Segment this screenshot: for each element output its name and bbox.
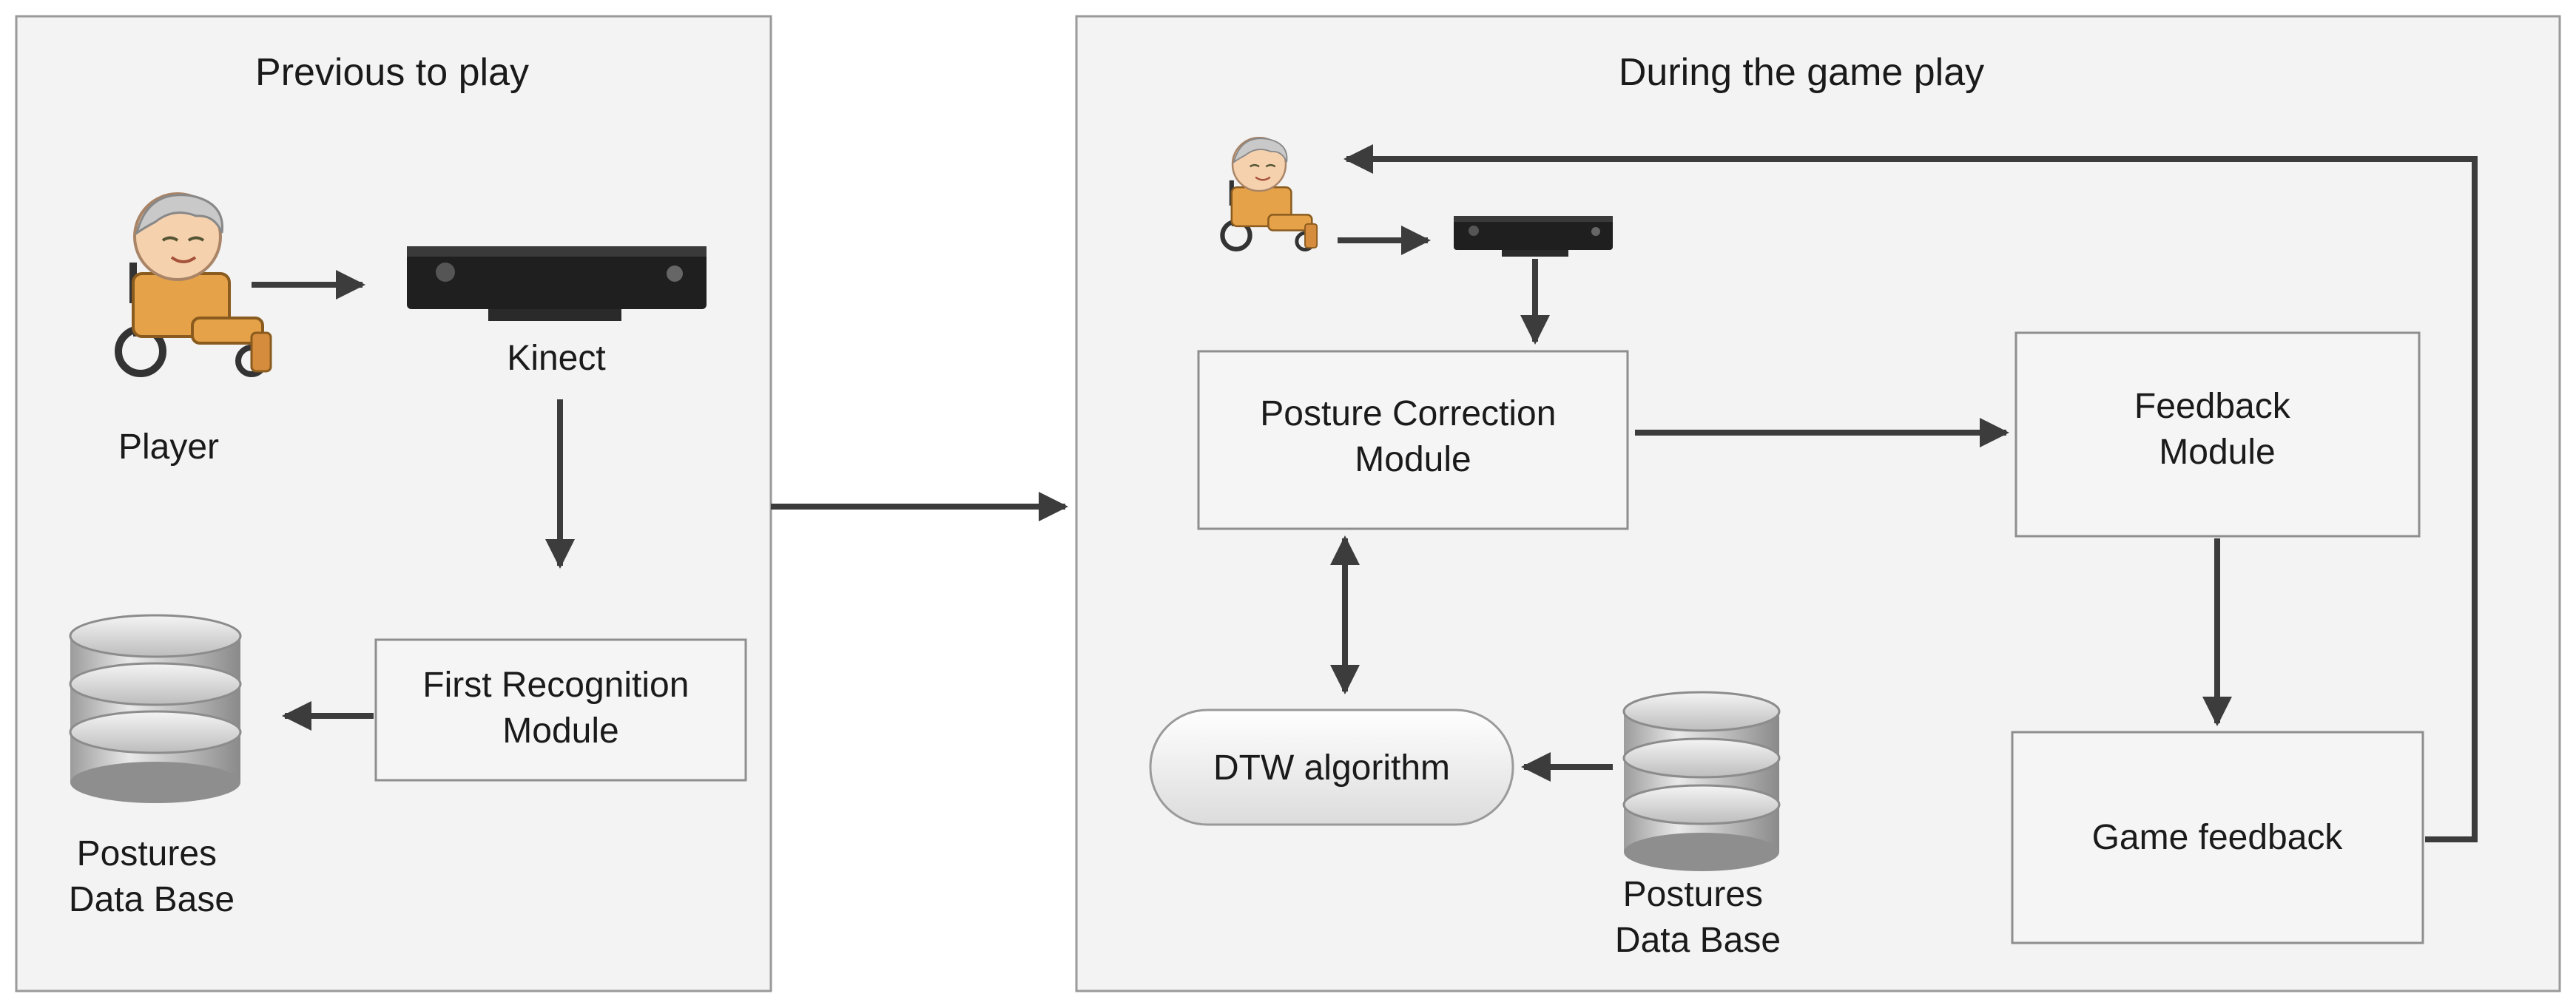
postures-db-left-line2: Data Base <box>69 880 235 919</box>
postures-db-left-line1: Postures <box>77 834 217 873</box>
postures-db-left-label: Postures Data Base <box>69 834 235 919</box>
dtw-algorithm-label: DTW algorithm <box>1213 748 1450 788</box>
dtw-algorithm-pill <box>1149 708 1514 826</box>
panel-title-during: During the game play <box>1619 51 1984 94</box>
player-label: Player <box>118 427 219 467</box>
postures-db-right-label: Postures Data Base <box>1615 875 1781 960</box>
feedback-module-line2: Module <box>2159 433 2275 472</box>
first-recognition-line2: Module <box>502 711 618 751</box>
postures-database-icon-right <box>1622 691 1781 871</box>
feedback-module-label: Feedback Module <box>2134 387 2300 472</box>
kinect-sensor-icon <box>407 246 707 321</box>
posture-correction-module-box <box>1197 350 1629 530</box>
kinect-label: Kinect <box>507 339 605 378</box>
feedback-module-box <box>2014 331 2421 538</box>
player-wheelchair-icon-small <box>1220 137 1318 252</box>
panel-title-previous: Previous to play <box>255 51 529 94</box>
feedback-module-line1: Feedback <box>2134 387 2291 426</box>
posture-correction-line1: Posture Correction <box>1260 394 1556 433</box>
player-wheelchair-icon <box>115 192 272 377</box>
arrow-game-feedback-loop-to-player <box>1343 144 2478 842</box>
game-feedback-label: Game feedback <box>2092 818 2344 857</box>
postures-db-right-line1: Postures <box>1623 875 1763 914</box>
posture-correction-label: Posture Correction Module <box>1260 394 1566 479</box>
kinect-sensor-icon-small <box>1454 216 1613 257</box>
posture-correction-line2: Module <box>1355 440 1471 479</box>
first-recognition-line1: First Recognition <box>422 666 689 705</box>
game-feedback-box <box>2011 731 2424 944</box>
first-recognition-module-box <box>374 638 747 782</box>
first-recognition-label: First Recognition Module <box>422 666 698 751</box>
postures-database-icon-left <box>69 614 242 803</box>
postures-db-right-line2: Data Base <box>1615 921 1781 960</box>
panel-previous-to-play <box>15 15 772 992</box>
